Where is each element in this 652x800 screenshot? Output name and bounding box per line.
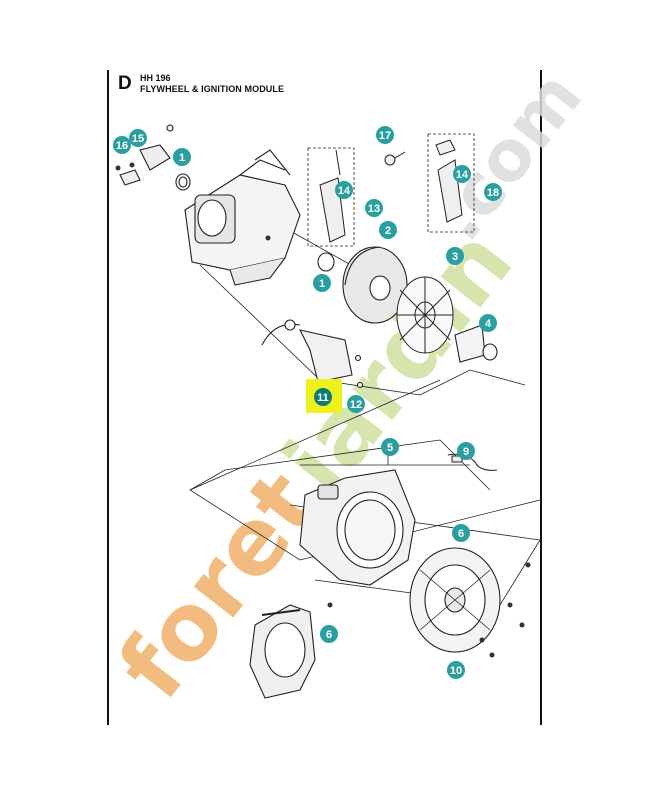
callout-label: 16 [116,140,128,152]
callout-circle [365,199,383,217]
cooling-fan [396,276,454,354]
callout-6: 6 [320,625,338,643]
callout-circle [479,314,497,332]
watermark-text-gray: .com [417,56,598,256]
callout-circle [314,388,332,406]
callout-circle [113,136,131,154]
callout-label: 1 [319,278,325,290]
callout-circle [379,221,397,239]
oil-seal [317,252,335,272]
starter-pulley-parts [119,124,191,191]
callout-label: 12 [350,399,362,411]
callout-circle [173,148,191,166]
frame-right-rule [540,70,542,725]
section-letter: D [118,73,132,94]
callout-label: 14 [456,169,469,181]
engine-block [184,149,301,286]
callout-circle [457,442,475,460]
callout-11: 11 [314,388,332,406]
callout-1: 1 [313,274,331,292]
callout-circle [320,625,338,643]
callout-label: 11 [317,392,329,404]
callout-label: 6 [326,629,332,641]
callout-4: 4 [479,314,497,332]
callout-label: 3 [452,251,458,263]
watermark: foret iardin .com [98,56,598,719]
callout-label: 6 [458,528,464,540]
callout-17: 17 [376,126,394,144]
wire-and-bolts [384,151,498,471]
section-model: HH 196 [140,73,171,83]
callout-label: 13 [368,203,380,215]
flywheel [342,246,408,324]
callout-circle [347,395,365,413]
callout-9: 9 [457,442,475,460]
callout-label: 10 [450,665,462,677]
starter-guard [249,604,316,699]
frame-left-rule [107,70,109,725]
callout-12: 12 [347,395,365,413]
callout-18: 18 [484,183,502,201]
section-title: FLYWHEEL & IGNITION MODULE [140,84,285,94]
callout-label: 5 [387,442,393,454]
callout-circle [381,438,399,456]
fan-housing [299,469,416,586]
callout-16: 16 [113,136,131,154]
callout-6: 6 [452,524,470,542]
callout-circle [335,181,353,199]
callout-circle [453,165,471,183]
callout-circle [446,247,464,265]
callout-label: 17 [379,130,391,142]
callout-label: 18 [487,187,499,199]
starter-cup [454,324,498,363]
callout-label: 2 [385,225,391,237]
callout-circle [447,661,465,679]
callout-13: 13 [365,199,383,217]
callout-label: 9 [463,446,469,458]
callout-10: 10 [447,661,465,679]
ignition-module [261,319,364,389]
recoil-starter [409,547,501,653]
callout-1: 1 [173,148,191,166]
callout-circle [484,183,502,201]
callout-circle [129,129,147,147]
callout-15: 15 [129,129,147,147]
callout-5: 5 [381,438,399,456]
callout-label: 14 [338,185,351,197]
callout-2: 2 [379,221,397,239]
callout-14: 14 [453,165,471,183]
callout-circle [313,274,331,292]
callout-14: 14 [335,181,353,199]
callout-circle [452,524,470,542]
screws [115,162,531,658]
callout-3: 3 [446,247,464,265]
callout-label: 15 [132,133,144,145]
callout-circle [376,126,394,144]
callout-label: 1 [179,152,185,164]
callout-label: 4 [485,318,492,330]
watermark-text-green: iardin [263,210,533,514]
